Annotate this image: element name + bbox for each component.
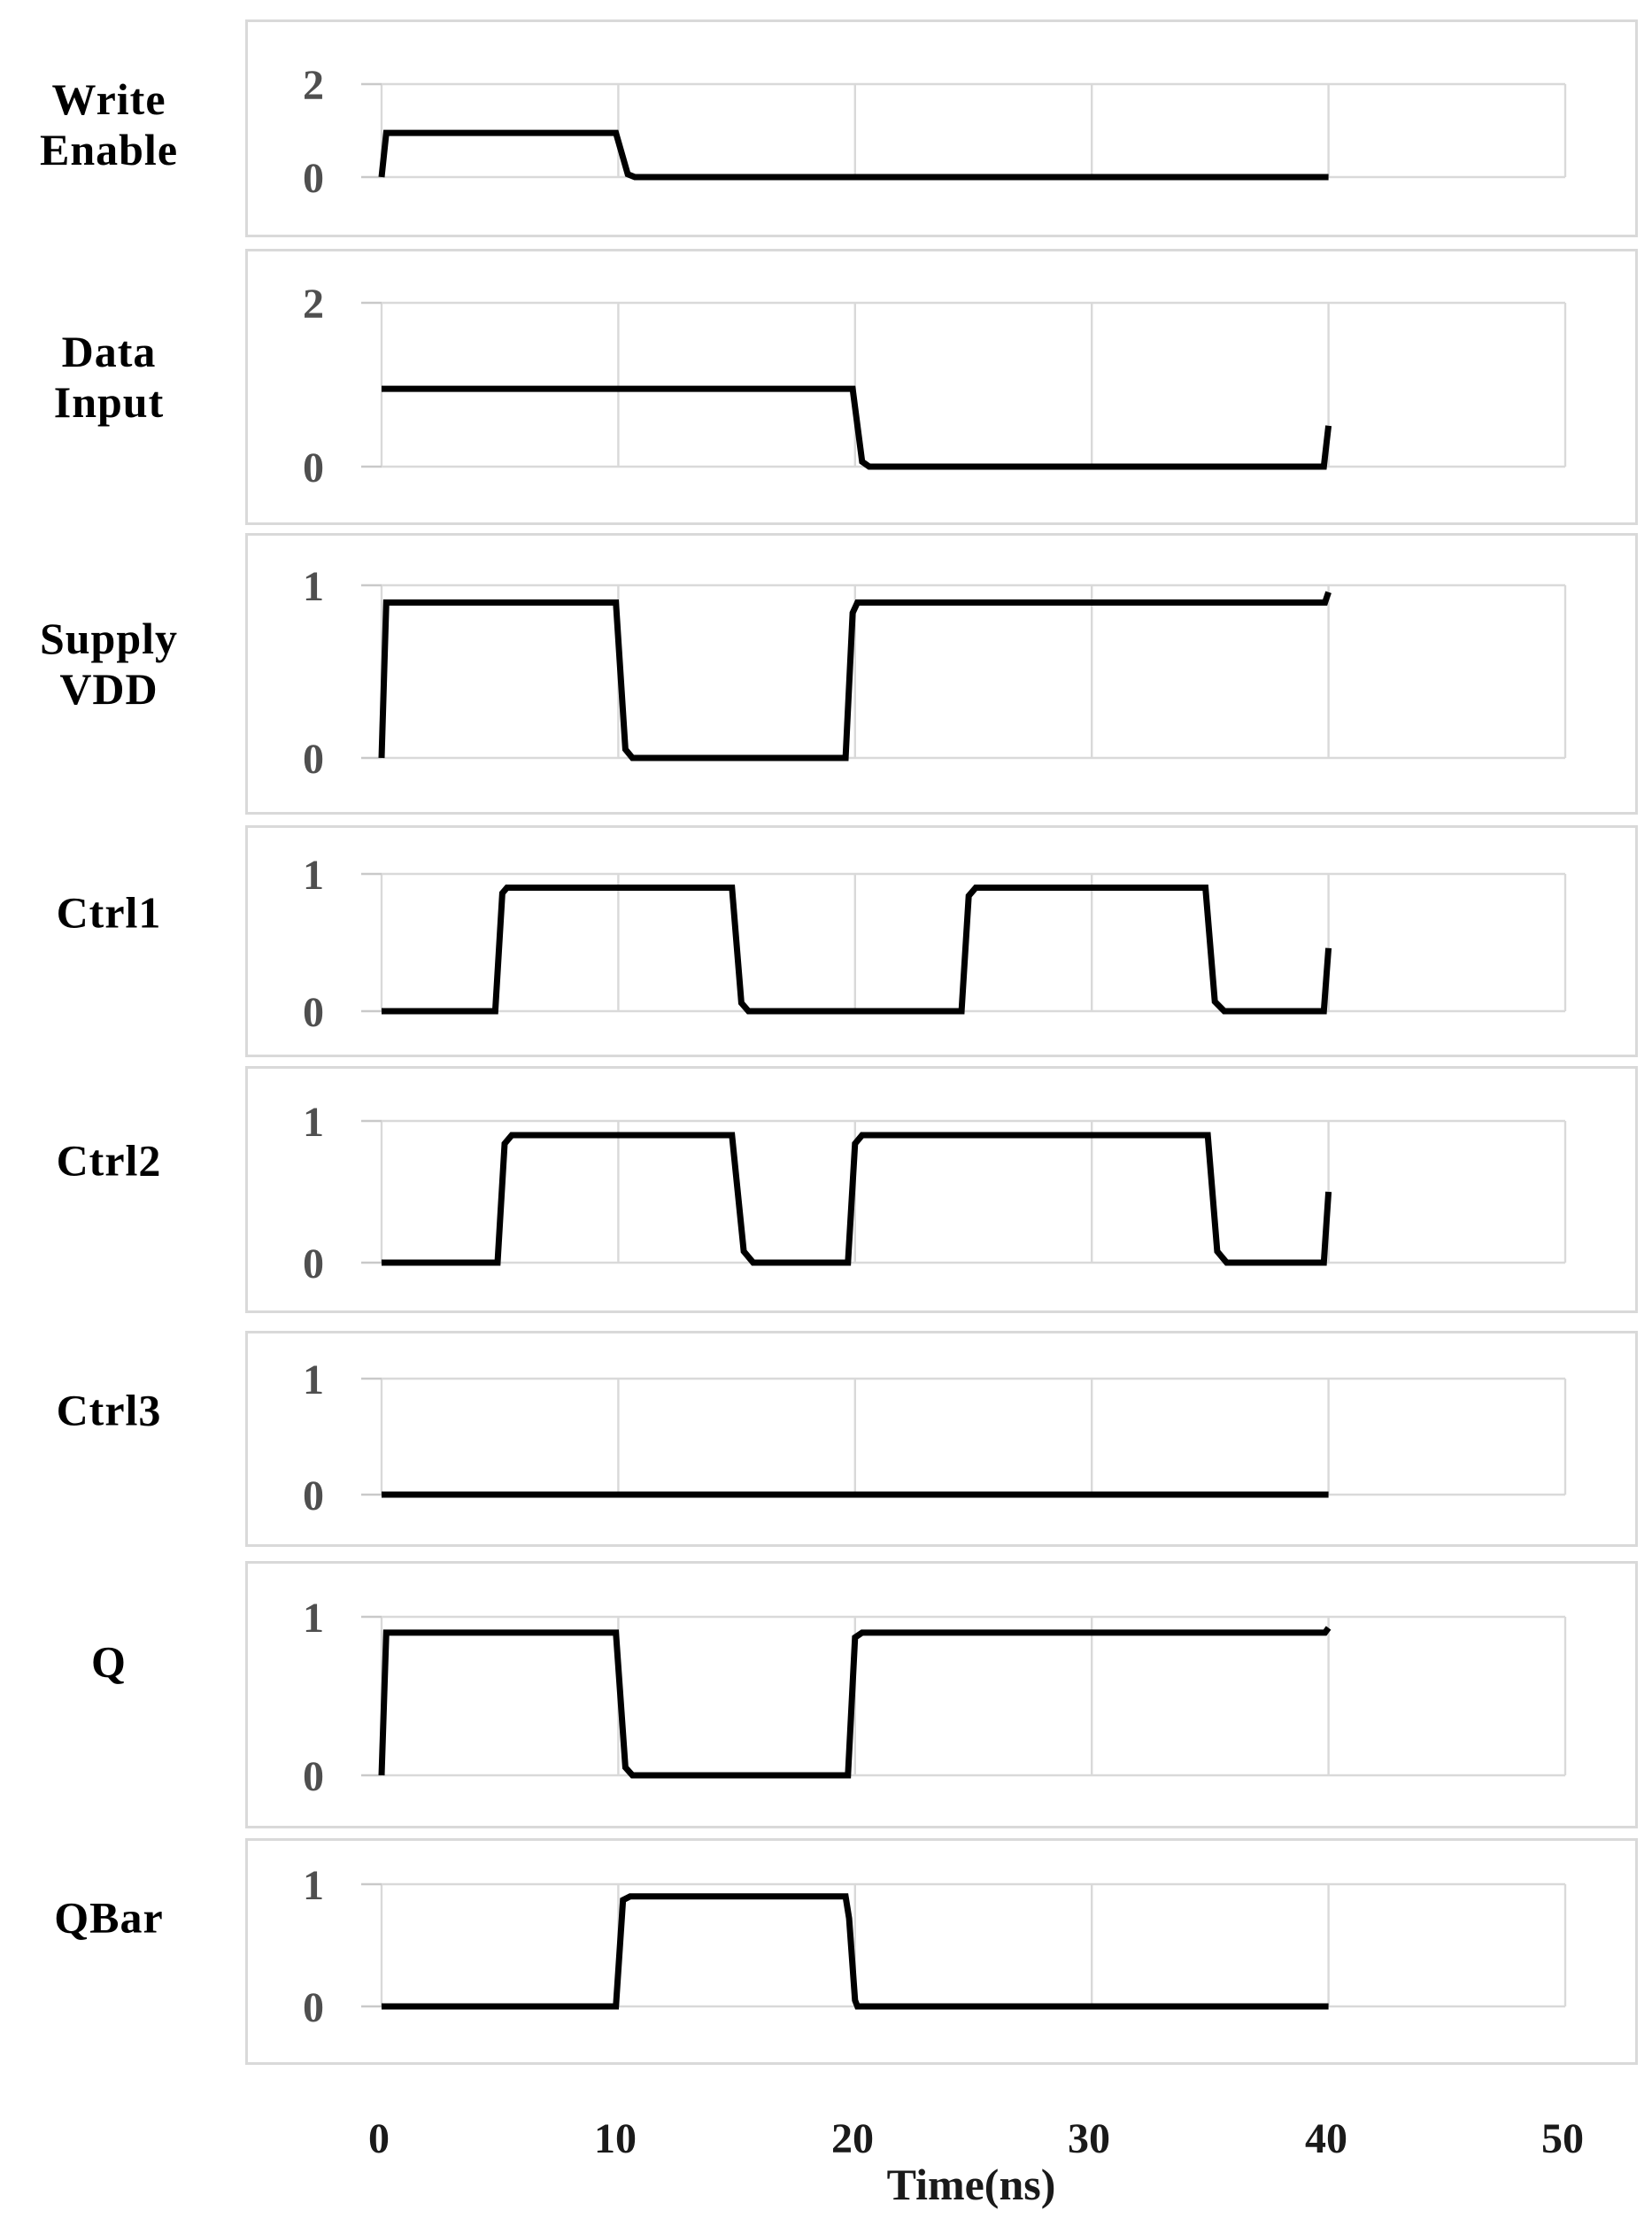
- gridlines: [380, 872, 1567, 1013]
- waveform-q: [378, 1626, 1332, 1779]
- waveform-plot-qbar: 10: [303, 1862, 1567, 2031]
- signal-label-qbar: QBar: [7, 1893, 211, 1944]
- gridlines: [380, 584, 1567, 760]
- y-axis-tick-marks: [361, 301, 382, 468]
- signal-label-line: Enable: [39, 125, 179, 174]
- gridlines: [380, 301, 1567, 468]
- gridlines: [380, 1119, 1567, 1264]
- y-axis-tick-marks: [361, 82, 382, 179]
- x-axis-title: Time(ns): [886, 2160, 1056, 2209]
- signal-label-line: Input: [53, 377, 165, 427]
- signal-label-line: QBar: [54, 1892, 164, 1943]
- y-axis-tick-marks: [361, 1882, 382, 2008]
- y-tick-label: 1: [303, 1356, 324, 1403]
- signal-label-line: Ctrl1: [56, 887, 162, 938]
- y-tick-label: 1: [303, 1099, 324, 1146]
- y-axis-tick-marks: [361, 872, 382, 1013]
- x-tick-label-20: 20: [831, 2115, 874, 2162]
- y-tick-label: 0: [303, 1472, 324, 1519]
- gridlines: [380, 1882, 1567, 2008]
- y-axis-tick-labels: 10: [303, 563, 324, 783]
- waveform-data-input: [382, 385, 1332, 470]
- waveform-plot-write-enable: 20: [303, 62, 1567, 202]
- y-tick-label: 0: [303, 1984, 324, 2031]
- y-tick-label: 2: [303, 62, 324, 109]
- waveform-plot-q: 10: [303, 1595, 1567, 1800]
- x-tick-label-40: 40: [1305, 2115, 1347, 2162]
- waveform-plot-ctrl1: 10: [303, 852, 1567, 1036]
- y-axis-tick-marks: [361, 1119, 382, 1264]
- waveform-plot-supply-vdd: 10: [303, 563, 1567, 783]
- y-axis-tick-labels: 10: [303, 1356, 324, 1519]
- signal-label-line: Q: [91, 1636, 127, 1687]
- gridlines: [380, 1377, 1567, 1496]
- y-tick-label: 0: [303, 989, 324, 1036]
- waveform-qbar: [382, 1893, 1329, 2010]
- signal-label-line: Ctrl2: [56, 1135, 162, 1186]
- y-axis-tick-marks: [361, 584, 382, 760]
- signal-label-ctrl2: Ctrl2: [7, 1136, 211, 1186]
- y-axis-tick-labels: 10: [303, 1862, 324, 2031]
- signal-label-line: Ctrl3: [56, 1385, 162, 1435]
- waveform-plot-ctrl2: 10: [303, 1099, 1567, 1287]
- y-tick-label: 0: [303, 1241, 324, 1287]
- waveform-supply-vdd: [378, 591, 1332, 761]
- y-tick-label: 0: [303, 155, 324, 202]
- y-tick-label: 0: [303, 444, 324, 491]
- y-tick-label: 2: [303, 281, 324, 328]
- y-axis-tick-labels: 10: [303, 852, 324, 1036]
- waveform-ctrl2: [382, 1132, 1332, 1266]
- y-tick-label: 1: [303, 563, 324, 610]
- y-tick-label: 0: [303, 1753, 324, 1800]
- y-axis-tick-marks: [361, 1377, 382, 1496]
- x-tick-label-10: 10: [594, 2115, 637, 2162]
- signal-label-line: Write: [51, 74, 166, 124]
- signal-label-line: VDD: [59, 664, 158, 714]
- y-tick-label: 1: [303, 1862, 324, 1909]
- y-tick-label: 1: [303, 852, 324, 899]
- y-axis-tick-labels: 10: [303, 1595, 324, 1800]
- y-axis-tick-labels: 20: [303, 62, 324, 202]
- signal-label-ctrl3: Ctrl3: [7, 1386, 211, 1436]
- signal-label-ctrl1: Ctrl1: [7, 888, 211, 939]
- y-axis-tick-marks: [361, 1615, 382, 1777]
- waveform-plot-data-input: 20: [303, 281, 1567, 491]
- y-tick-label: 1: [303, 1595, 324, 1642]
- signal-label-line: Supply: [39, 614, 179, 663]
- y-axis-tick-labels: 10: [303, 1099, 324, 1287]
- signal-label-q: Q: [7, 1637, 211, 1688]
- waveform-write-enable: [378, 129, 1329, 181]
- gridlines: [380, 1615, 1567, 1777]
- x-tick-label-50: 50: [1541, 2115, 1584, 2162]
- waveform-ctrl1: [382, 885, 1332, 1015]
- waveform-plot-ctrl3: 10: [303, 1356, 1567, 1519]
- y-axis-tick-labels: 20: [303, 281, 324, 491]
- x-tick-label-0: 0: [368, 2115, 390, 2162]
- x-tick-label-30: 30: [1068, 2115, 1110, 2162]
- y-tick-label: 0: [303, 736, 324, 783]
- signal-label-line: Data: [61, 327, 157, 376]
